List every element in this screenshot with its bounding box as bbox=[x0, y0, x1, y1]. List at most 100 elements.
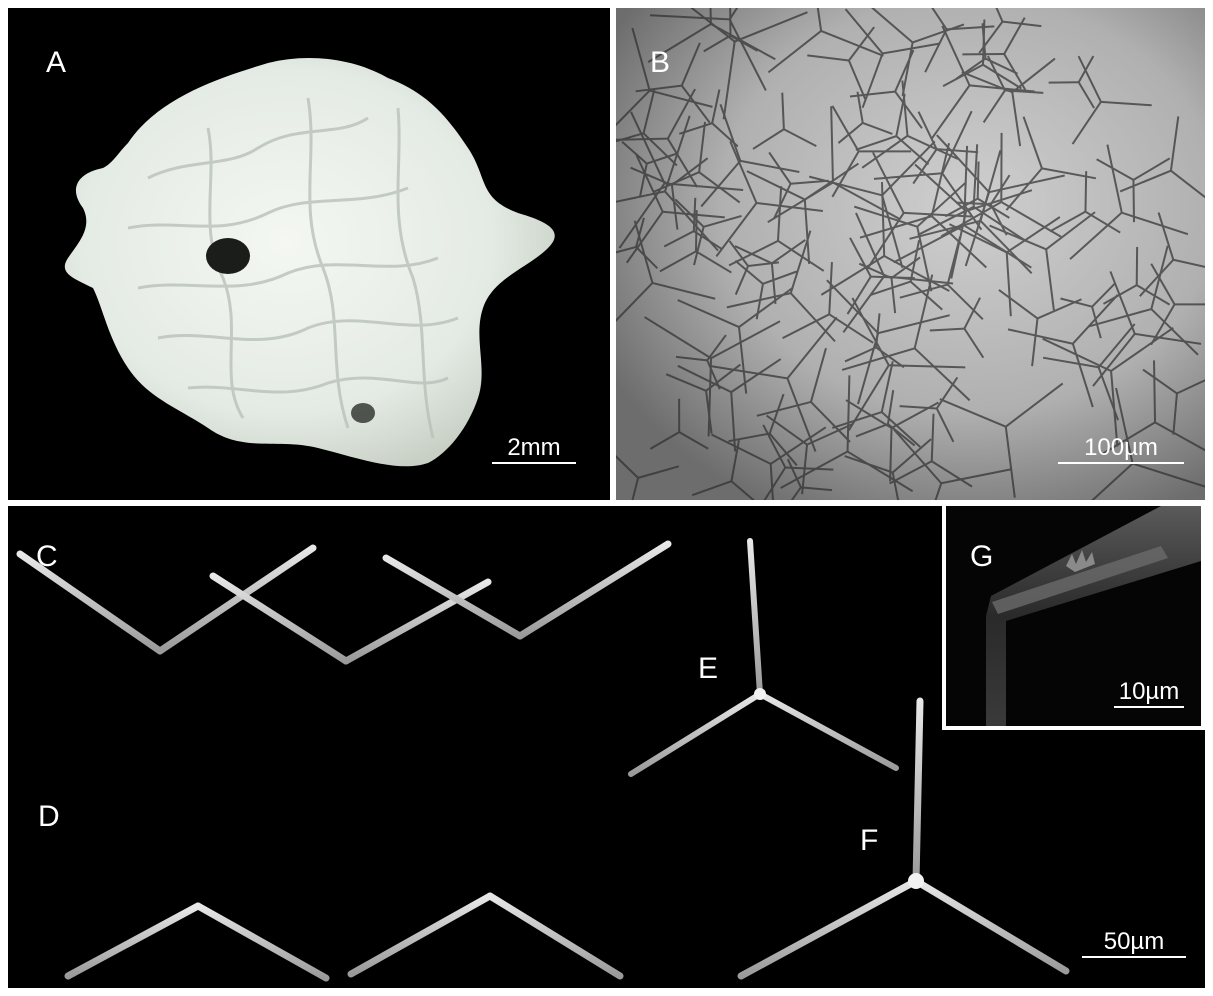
micrograph-spicule-ray bbox=[674, 198, 705, 228]
micrograph-spicule-ray bbox=[901, 80, 909, 136]
micrograph-spicule-ray bbox=[936, 148, 979, 154]
micrograph-spicule-ray bbox=[762, 424, 787, 468]
micrograph-spicule-ray bbox=[851, 297, 890, 366]
micrograph-spicule-ray bbox=[803, 199, 811, 265]
micrograph-spicule-ray bbox=[1157, 212, 1175, 261]
micrograph-spicule-ray bbox=[828, 261, 833, 315]
micrograph-spicule-ray bbox=[665, 373, 707, 392]
micrograph-spicule-ray bbox=[941, 468, 1012, 485]
micrograph-spicule-ray bbox=[916, 181, 967, 228]
micrograph-spicule-ray bbox=[777, 240, 825, 272]
micrograph-spicule-ray bbox=[1169, 116, 1180, 171]
micrograph-spicule-ray bbox=[768, 151, 792, 185]
micrograph-spicule-ray bbox=[801, 444, 809, 495]
scale-line-sem bbox=[1082, 956, 1186, 958]
scale-line-a bbox=[492, 462, 576, 464]
micrograph-spicule-ray bbox=[870, 8, 914, 44]
micrograph-spicule-ray bbox=[931, 460, 973, 488]
micrograph-spicule-ray bbox=[730, 392, 737, 452]
micrograph-spicule-ray bbox=[755, 283, 764, 320]
micrograph-spicule-ray bbox=[881, 140, 936, 196]
micrograph-spicule-ray bbox=[621, 140, 648, 165]
micrograph-spicule-ray bbox=[903, 211, 972, 218]
micrograph-spicule-ray bbox=[678, 431, 709, 450]
micrograph-spicule-ray bbox=[1153, 360, 1157, 423]
micrograph-spicule-ray bbox=[989, 203, 1008, 236]
micrograph-spicule-ray bbox=[1173, 258, 1205, 268]
micrograph-spicule-ray bbox=[849, 90, 896, 98]
micrograph-spicule-ray bbox=[855, 423, 889, 438]
micrograph-spicule-ray bbox=[652, 171, 700, 194]
micrograph-spicule-ray bbox=[790, 292, 836, 343]
micrograph-spicule-ray bbox=[756, 400, 812, 417]
micrograph-spicule-ray bbox=[1060, 297, 1093, 308]
panel-label-g: G bbox=[970, 540, 994, 573]
micrograph-spicule-ray bbox=[912, 148, 938, 185]
micrograph-spicule-ray bbox=[633, 220, 654, 284]
micrograph-spicule-ray bbox=[1176, 379, 1205, 395]
micrograph-spicule-ray bbox=[1091, 462, 1134, 500]
micrograph-spicule-ray bbox=[946, 25, 995, 31]
micrograph-spicule-ray bbox=[734, 259, 764, 285]
micrograph-spicule-ray bbox=[1072, 294, 1119, 345]
micrograph-spicule-ray bbox=[1071, 101, 1102, 145]
micrograph-spicule-ray bbox=[635, 84, 682, 93]
scale-bar-sem: 50µm bbox=[1082, 930, 1186, 958]
spicule-f bbox=[737, 697, 1070, 980]
micrograph-spicule-ray bbox=[800, 486, 833, 492]
micrograph-spicule-ray bbox=[816, 8, 823, 32]
panel-label-d: D bbox=[38, 800, 60, 833]
scale-bar-b: 100µm bbox=[1058, 436, 1184, 464]
micrograph-spicule-ray bbox=[853, 205, 918, 228]
micrograph-spicule-ray bbox=[711, 89, 721, 124]
micrograph-spicule-ray bbox=[691, 480, 732, 497]
spicule-micrograph bbox=[616, 8, 1205, 500]
micrograph-spicule-ray bbox=[934, 482, 943, 500]
micrograph-spicule-ray bbox=[1096, 158, 1134, 181]
micrograph-spicule-ray bbox=[941, 25, 971, 86]
micrograph-spicule-ray bbox=[1110, 327, 1174, 372]
micrograph-spicule-ray bbox=[930, 413, 935, 462]
spicule-c1 bbox=[16, 544, 317, 800]
micrograph-spicule-ray bbox=[820, 255, 885, 296]
micrograph-spicule-ray bbox=[846, 276, 872, 315]
micrograph-spicule-ray bbox=[1136, 284, 1171, 306]
micrograph-spicule-ray bbox=[1041, 167, 1097, 180]
micrograph-spicule-ray bbox=[769, 463, 774, 500]
micrograph-spicule-ray bbox=[647, 23, 712, 63]
micrograph-spicule-ray bbox=[695, 250, 732, 274]
micrograph-spicule-ray bbox=[700, 160, 742, 208]
micrograph-spicule-ray bbox=[709, 8, 712, 25]
micrograph-spicule-ray bbox=[1106, 144, 1123, 213]
micrograph-spicule-ray bbox=[1091, 282, 1116, 308]
micrograph-spicule-ray bbox=[865, 212, 905, 271]
spicule-e-center bbox=[754, 688, 766, 700]
micrograph-spicule-ray bbox=[646, 152, 679, 165]
micrograph-spicule-ray bbox=[982, 63, 1022, 90]
micrograph-spicule-ray bbox=[939, 398, 1007, 428]
micrograph-spicule-ray bbox=[946, 236, 962, 285]
micrograph-spicule-ray bbox=[1045, 249, 1055, 311]
micrograph-spicule-ray bbox=[847, 450, 914, 493]
micrograph-spicule-ray bbox=[929, 327, 965, 332]
micrograph-spicule-ray bbox=[948, 223, 1008, 254]
micrograph-spicule-ray bbox=[891, 401, 939, 429]
micrograph-spicule-ray bbox=[1042, 356, 1099, 369]
panel-label-e: E bbox=[698, 652, 719, 685]
micrograph-spicule-ray bbox=[1150, 263, 1176, 305]
micrograph-spicule-ray bbox=[635, 217, 645, 248]
micrograph-spicule-ray bbox=[730, 480, 755, 500]
sponge-photo bbox=[64, 58, 555, 467]
micrograph-spicule-ray bbox=[1011, 92, 1022, 147]
micrograph-spicule-ray bbox=[809, 347, 827, 403]
micrograph-spicule-ray bbox=[706, 334, 727, 361]
micrograph-spicule-ray bbox=[909, 219, 981, 240]
micrograph-spicule-ray bbox=[670, 185, 679, 230]
micrograph-spicule-ray bbox=[786, 377, 817, 452]
micrograph-spicule-ray bbox=[936, 134, 990, 193]
micrograph-spicule-ray bbox=[832, 181, 901, 221]
micrograph-spicule-ray bbox=[1110, 370, 1119, 447]
scale-bar-g: 10µm bbox=[1114, 680, 1184, 708]
micrograph-spicule-ray bbox=[680, 42, 701, 86]
micrograph-spicule-ray bbox=[941, 172, 983, 231]
